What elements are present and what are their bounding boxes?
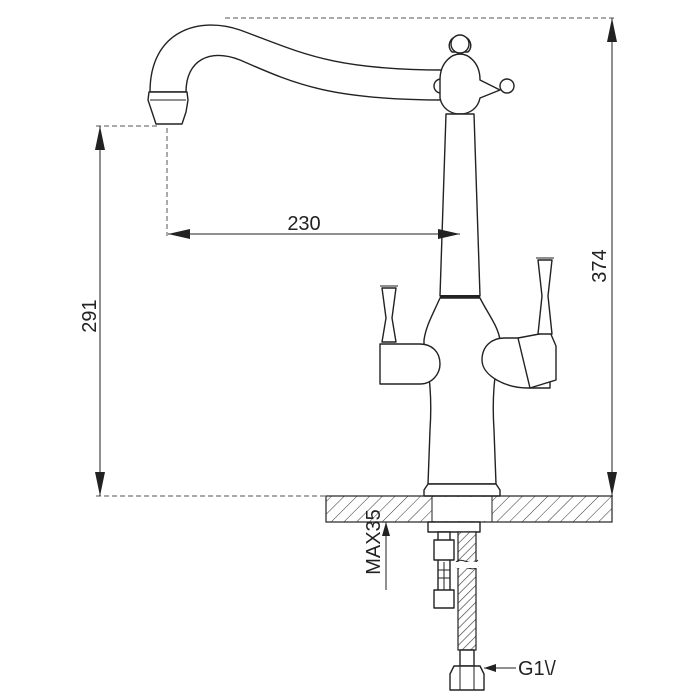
- hose-break-mark-top: [455, 559, 479, 564]
- right-side-knob: [499, 78, 515, 94]
- leader-arrow-icon: [484, 664, 496, 672]
- arrow-down-icon: [95, 472, 105, 496]
- dimension-label-230: 230: [287, 213, 320, 235]
- arrow-up-icon: [382, 522, 390, 536]
- thread-label: G1\/: [518, 658, 556, 680]
- mounting-nut: [427, 521, 481, 533]
- dimension-label-291: 291: [79, 299, 101, 332]
- dimension-label-max35: MAX35: [363, 509, 385, 575]
- arrow-down-icon: [607, 472, 617, 496]
- upper-body-ball: [439, 53, 501, 115]
- arrow-up-icon: [607, 18, 617, 42]
- main-column: [439, 113, 481, 297]
- spout: [149, 24, 446, 101]
- arrow-up-icon: [95, 126, 105, 150]
- hose-break-gap: [456, 562, 478, 568]
- stud-nut-upper: [433, 539, 455, 561]
- dimension-374: 374: [589, 18, 617, 496]
- dimension-label-374: 374: [589, 249, 611, 282]
- top-knob-icon: [450, 34, 470, 54]
- column-ring: [440, 295, 480, 298]
- base-flange: [423, 483, 501, 497]
- hose-connector-nut: [449, 665, 485, 691]
- arrow-right-icon: [438, 229, 460, 239]
- countertop-bore: [432, 497, 492, 521]
- arrow-left-icon: [168, 229, 190, 239]
- dimension-230: 230: [168, 213, 460, 239]
- stud-nut-lower: [433, 589, 455, 609]
- thread-callout: G1\/: [484, 658, 556, 680]
- right-lever-handle: [537, 259, 553, 335]
- left-handle-housing: [379, 343, 441, 385]
- braided-hose: [457, 531, 477, 651]
- lower-body: [423, 297, 501, 485]
- dimension-max35: MAX35: [363, 509, 390, 590]
- dimension-291: 291: [79, 126, 105, 496]
- aerator: [147, 91, 189, 125]
- hose-ferrule: [459, 649, 475, 667]
- left-lever-handle: [381, 287, 397, 343]
